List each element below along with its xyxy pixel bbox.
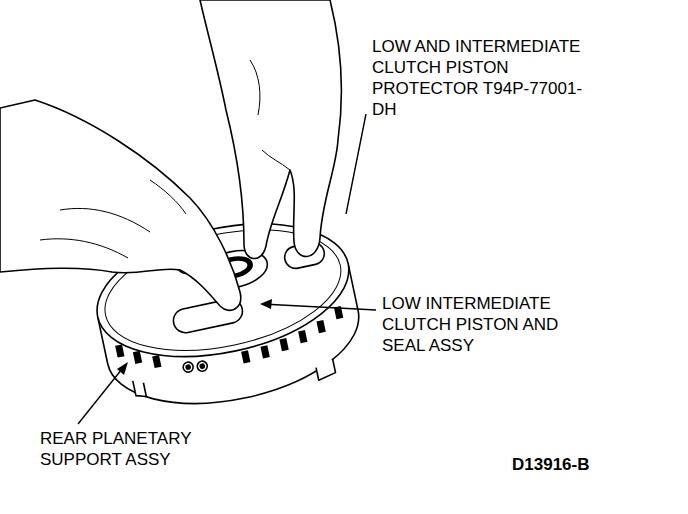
arrowhead	[260, 299, 272, 309]
part-label: LOW AND INTERMEDIATE CLUTCH PISTON PROTE…	[372, 36, 597, 120]
arrowhead	[117, 362, 128, 375]
figure-number: D13916-B	[512, 454, 590, 475]
part-label: REAR PLANETARY SUPPORT ASSY	[40, 428, 210, 470]
part-label: LOW INTERMEDIATE CLUTCH PISTON AND SEAL …	[382, 293, 582, 356]
leader-lines	[78, 114, 376, 424]
leader-line	[346, 114, 366, 214]
leader-line	[262, 304, 376, 310]
leader-line	[78, 364, 126, 424]
arrowheads	[117, 299, 272, 375]
upper-hand	[200, 0, 341, 259]
left-hand	[0, 100, 241, 310]
